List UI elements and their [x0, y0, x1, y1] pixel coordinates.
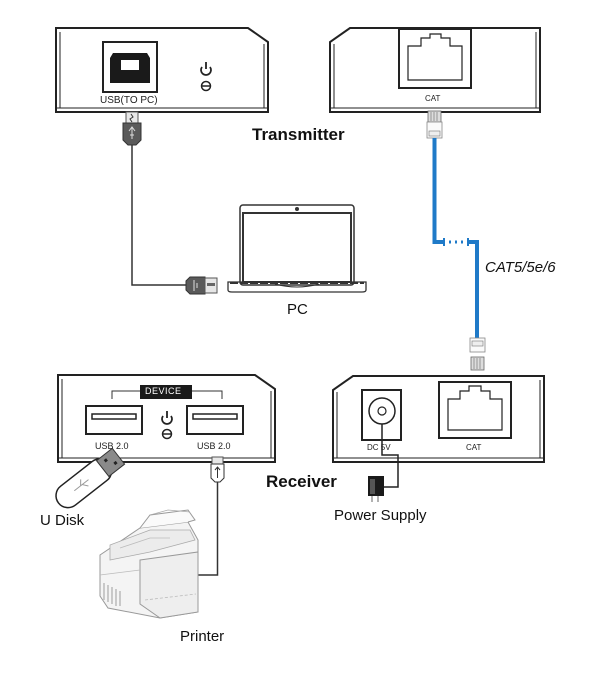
receiver-cat-panel: [332, 375, 545, 463]
transmitter-cat-label: CAT: [425, 94, 441, 103]
usb-link-icon: [161, 428, 173, 440]
usb-a-port-right: [186, 405, 244, 435]
usb-2-0-right-label: USB 2.0: [197, 441, 231, 451]
transmitter-title: Transmitter: [252, 125, 345, 144]
pc-label: PC: [287, 301, 308, 318]
receiver-cat-label: CAT: [466, 443, 482, 452]
rj45-port: [438, 381, 512, 439]
cat-cable: [426, 110, 486, 371]
power-supply-icon: [368, 424, 399, 502]
laptop-pc-icon: [227, 204, 367, 293]
power-supply-label: Power Supply: [334, 507, 427, 524]
rj45-port: [398, 28, 472, 89]
cable-type-label: CAT5/5e/6: [485, 259, 556, 276]
transmitter-usb-panel: [55, 27, 269, 113]
usb-2-0-left-label: USB 2.0: [95, 441, 129, 451]
printer-label: Printer: [180, 628, 225, 645]
power-icon: [200, 62, 212, 76]
power-icon: [161, 411, 173, 425]
transmitter-cat-panel: [329, 27, 541, 113]
u-disk-icon: [55, 447, 126, 509]
usb-cable-to-pc: [122, 111, 218, 295]
usb-a-port-left: [85, 405, 143, 435]
dc-5v-label: DC 5V: [367, 443, 391, 452]
receiver-usb-panel: [57, 374, 276, 463]
printer-cable: [198, 456, 225, 576]
receiver-title: Receiver: [266, 472, 337, 491]
u-disk-label: U Disk: [40, 512, 85, 529]
usb-to-pc-label: USB(TO PC): [100, 95, 158, 106]
printer-icon: [99, 509, 199, 619]
usb-b-port: [102, 41, 158, 93]
usb-link-icon: [200, 80, 212, 92]
device-group-label: DEVICE: [145, 386, 182, 396]
